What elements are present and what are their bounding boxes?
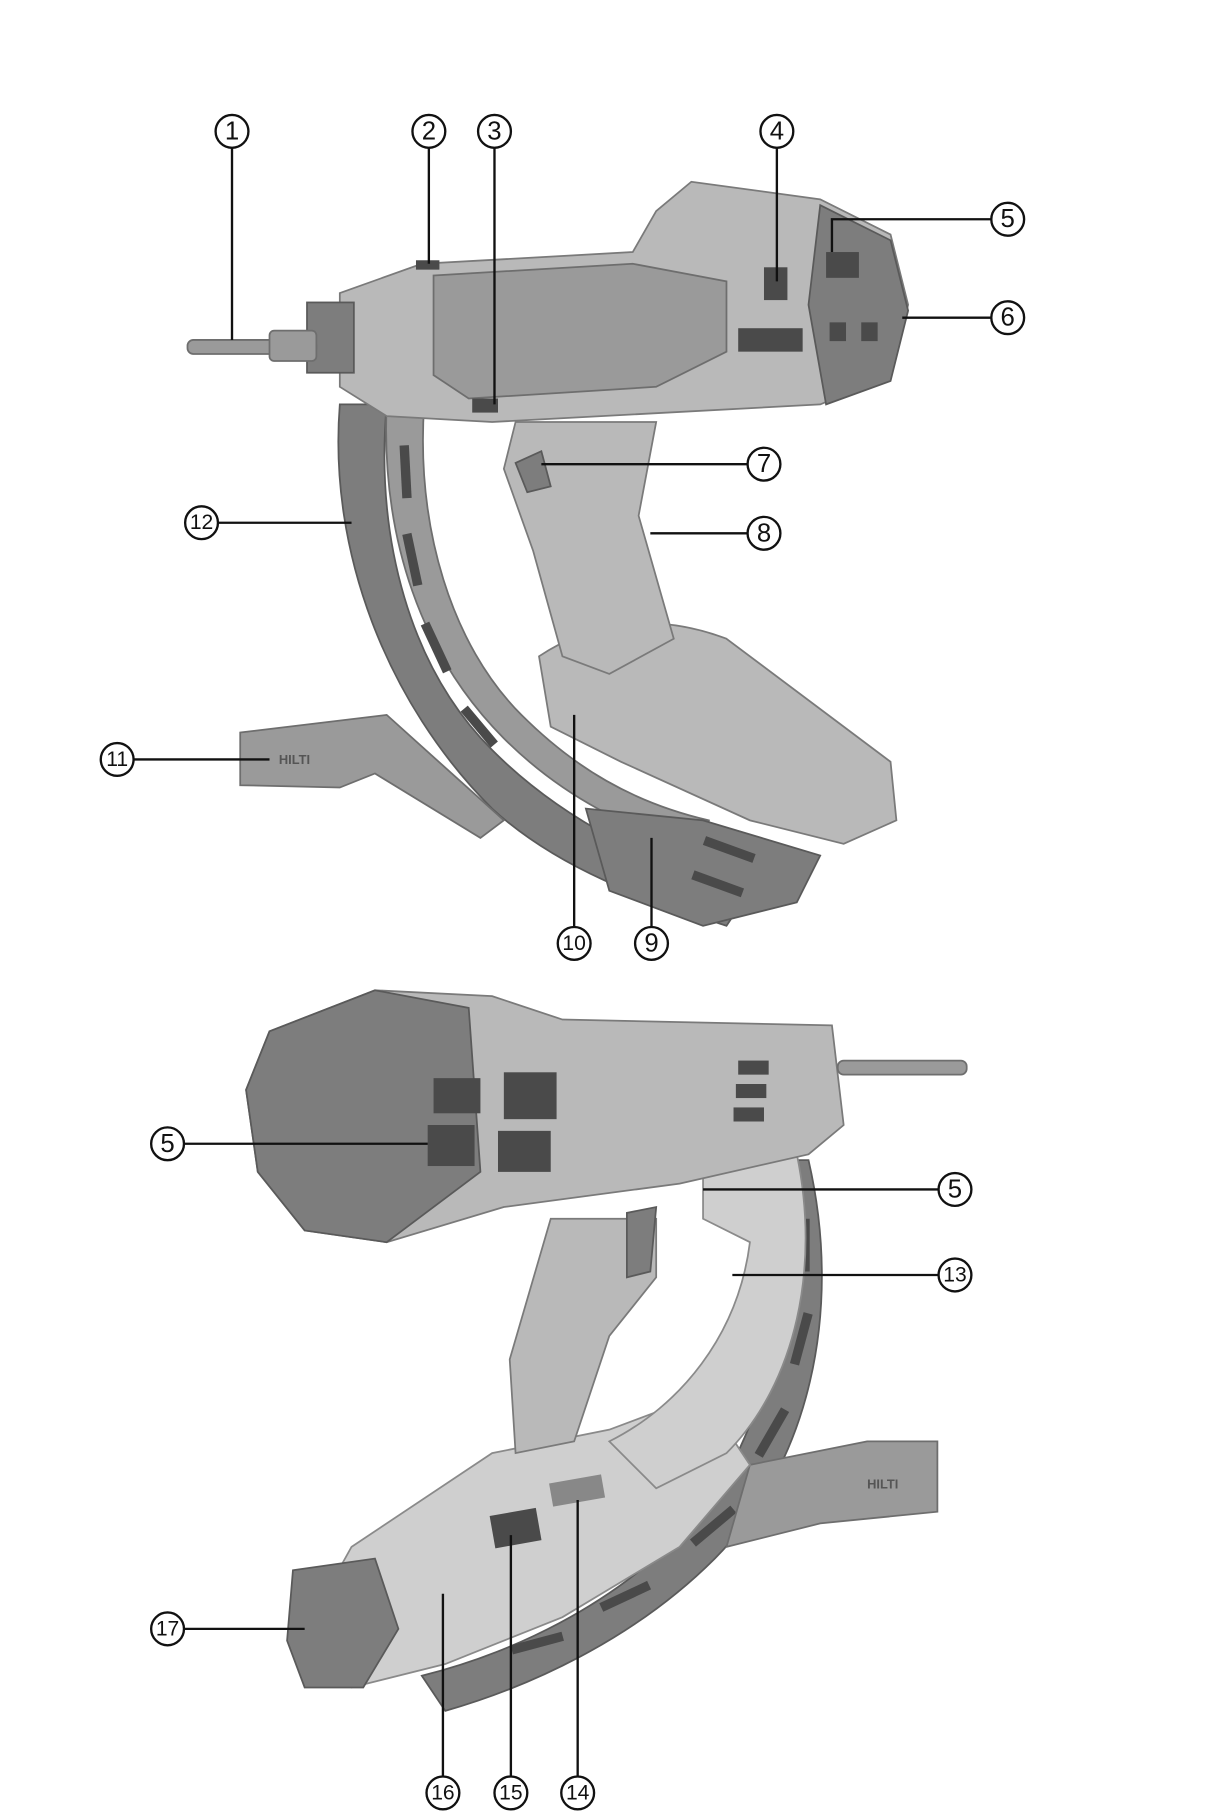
svg-text:15: 15 [499,1781,522,1804]
callout-8: 8 [746,515,782,551]
svg-text:6: 6 [1001,304,1015,332]
svg-text:16: 16 [431,1781,454,1804]
callout-10: 10 [556,925,592,961]
callout-14: 14 [560,1775,596,1811]
callout-12: 12 [183,505,220,541]
trigger-bottom [626,1205,658,1279]
svg-text:17: 17 [156,1617,179,1640]
probe-bottom [836,1059,968,1076]
tool-bottom-view: HILTI [245,989,968,1712]
svg-text:5: 5 [160,1130,174,1158]
trigger [514,450,552,494]
callout-6: 6 [990,300,1026,336]
svg-text:8: 8 [757,519,771,547]
callout-4: 4 [759,113,795,149]
indicator-panel [549,1474,606,1507]
svg-text:12: 12 [190,511,213,534]
callout-2: 2 [411,113,447,149]
svg-text:5: 5 [948,1175,962,1203]
callout-11: 11 [99,741,135,778]
callout-9: 9 [633,925,670,961]
handle-frame [607,1153,807,1490]
svg-text:3: 3 [487,117,501,145]
svg-text:2: 2 [422,117,436,145]
support-foot-bottom [725,1440,939,1549]
svg-text:11: 11 [106,748,128,771]
svg-text:1: 1 [225,117,239,145]
tool-top-view: HILTI [186,180,910,927]
svg-text:13: 13 [943,1264,966,1287]
svg-text:5: 5 [1001,205,1015,233]
svg-text:10: 10 [562,932,585,955]
callout-3: 3 [476,113,513,149]
svg-text:9: 9 [644,929,658,957]
callout-1: 1 [214,113,250,149]
callout-7: 7 [746,446,782,482]
battery-end [286,1557,400,1689]
callout-16: 16 [425,1775,461,1811]
callout-15: 15 [493,1775,529,1811]
callout-5: 5 [990,201,1026,237]
grip-bottom [508,1217,658,1455]
callout-13: 13 [937,1257,973,1293]
hilti-logo: HILTI [279,752,310,767]
svg-text:14: 14 [566,1781,590,1804]
leader-lines [132,146,993,1778]
release-button [489,1507,542,1549]
svg-text:4: 4 [770,117,784,145]
callout-5-right: 5 [937,1171,973,1208]
callout-5-left: 5 [149,1126,186,1162]
svg-text:7: 7 [757,450,771,478]
hilti-logo-bottom: HILTI [867,1476,898,1491]
support-foot [239,713,506,839]
callout-17: 17 [149,1611,186,1647]
